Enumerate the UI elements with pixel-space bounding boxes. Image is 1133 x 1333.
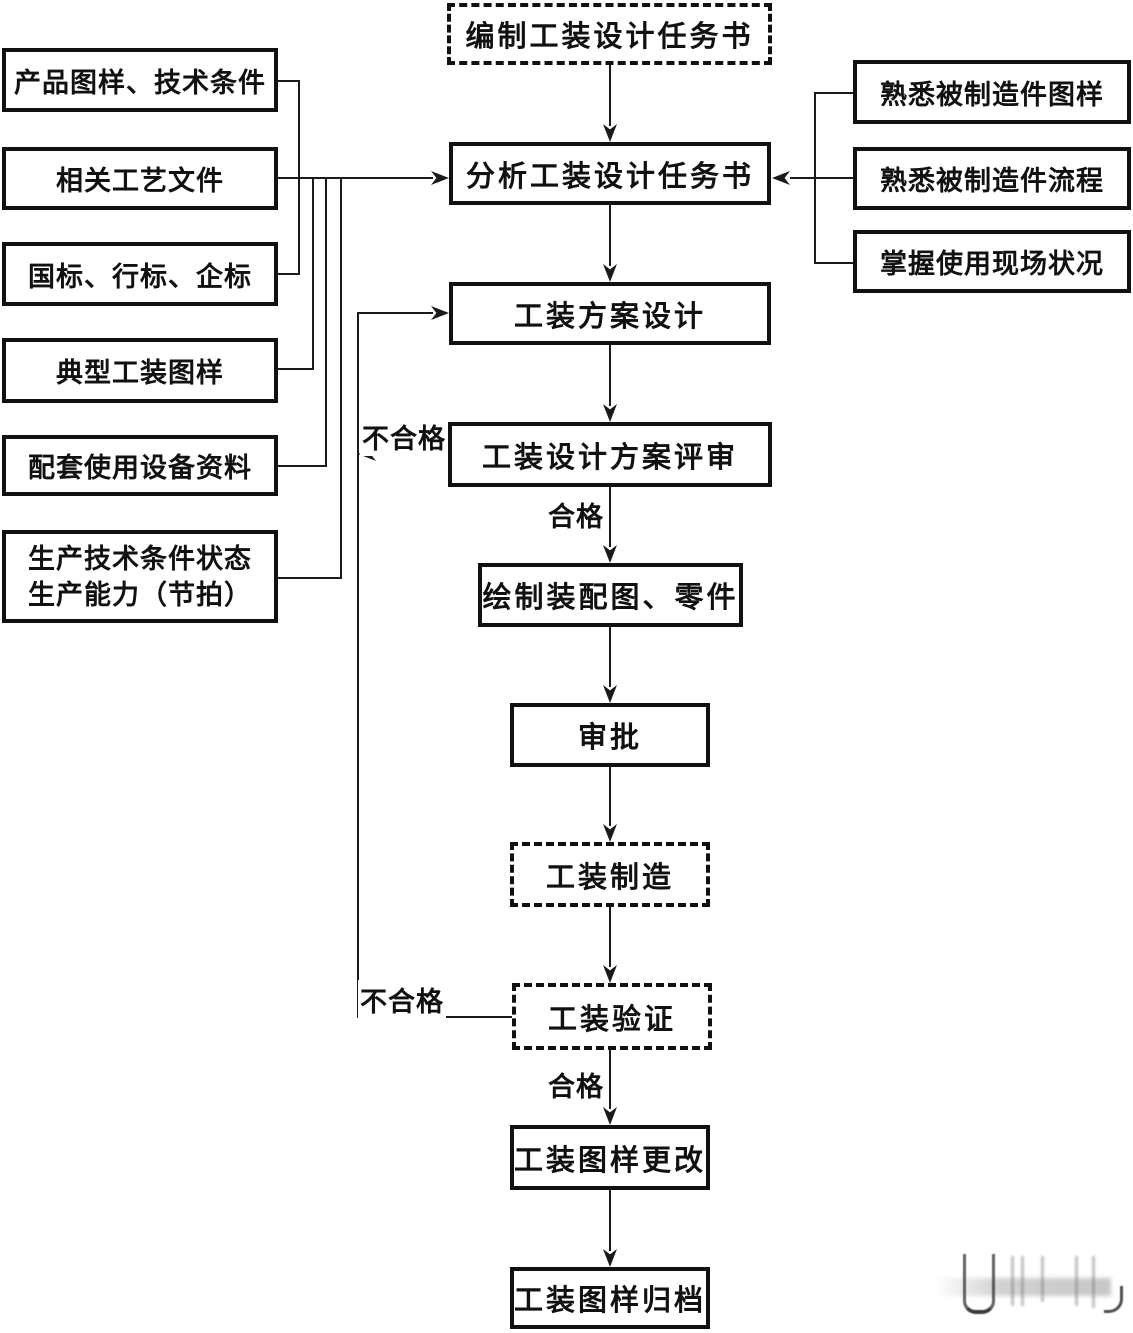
connector-feedback-to-scheme	[357, 312, 433, 314]
edge-label-review-fail: 不合格	[360, 417, 448, 456]
arrowhead-down-icon	[603, 1249, 617, 1267]
arrowhead-down-icon	[603, 685, 617, 703]
connector-analyze-to-scheme	[609, 205, 611, 266]
connector-production-capability-stub	[278, 577, 342, 579]
flow-node-drawing-change: 工装图样更改	[510, 1125, 710, 1190]
connector-left-inputs-to-analyze	[278, 177, 433, 179]
flow-node-label: 绘制装配图、零件	[482, 582, 739, 614]
input-box-label: 熟悉被制造件流程	[880, 166, 1104, 196]
input-box-grasp-site-conditions: 掌握使用现场状况	[853, 230, 1131, 293]
flow-node-label: 编制工装设计任务书	[465, 21, 754, 53]
connector-review-to-draw	[609, 487, 611, 547]
flow-node-analyze-task: 分析工装设计任务书	[449, 142, 771, 205]
arrowhead-left-icon	[772, 171, 790, 185]
watermark-smudge	[935, 1240, 1127, 1322]
arrowhead-right-icon	[431, 306, 449, 320]
watermark-bar	[1011, 1256, 1014, 1306]
input-box-equipment-data: 配套使用设备资料	[2, 435, 278, 496]
flow-node-draw-assembly: 绘制装配图、零件	[478, 563, 743, 627]
edge-label-review-pass: 合格	[546, 495, 606, 534]
watermark-bar	[1075, 1256, 1078, 1306]
arrowhead-down-icon	[603, 545, 617, 563]
input-box-familiarize-part-drawings: 熟悉被制造件图样	[853, 60, 1131, 124]
connector-product-drawings-stub	[278, 80, 300, 82]
input-box-label: 国标、行标、企标	[28, 261, 252, 292]
flow-node-scheme-review: 工装设计方案评审	[448, 422, 772, 487]
input-box-standards: 国标、行标、企标	[2, 242, 278, 306]
connector-feedback-vertical	[357, 312, 359, 1018]
input-box-label: 相关工艺文件	[56, 166, 224, 196]
flow-node-approve: 审批	[510, 703, 710, 767]
flow-node-label: 工装图样归档	[514, 1285, 707, 1317]
flow-node-verify: 工装验证	[512, 983, 712, 1050]
edge-label-verify-fail: 不合格	[358, 980, 446, 1019]
watermark-u-stroke	[963, 1254, 995, 1314]
flow-node-label: 工装验证	[547, 1003, 676, 1036]
connector-scheme-to-review	[609, 345, 611, 406]
input-box-label: 配套使用设备资料	[28, 453, 252, 483]
input-box-label: 生产技术条件状态 生产能力（节拍）	[28, 541, 252, 613]
input-box-product-drawings: 产品图样、技术条件	[2, 48, 278, 112]
arrowhead-down-icon	[603, 824, 617, 842]
input-box-label: 产品图样、技术条件	[14, 67, 266, 98]
connector-familiarize-drawings-stub	[814, 92, 854, 94]
input-box-typical-tooling-drawings: 典型工装图样	[2, 338, 278, 403]
connector-draw-to-approve	[609, 627, 611, 687]
connector-compile-to-analyze	[609, 65, 611, 126]
input-box-label: 熟悉被制造件图样	[880, 79, 1104, 110]
input-box-familiarize-part-process: 熟悉被制造件流程	[853, 147, 1131, 210]
connector-site-conditions-stub	[814, 262, 854, 264]
watermark-band	[935, 1278, 1111, 1296]
flow-node-manufacture: 工装制造	[510, 842, 710, 907]
flow-node-label: 审批	[577, 722, 642, 754]
input-box-label: 典型工装图样	[56, 358, 224, 388]
flow-node-scheme-design: 工装方案设计	[449, 282, 771, 345]
connector-left-bus-vertical-3	[325, 177, 327, 466]
connector-standards-stub	[278, 273, 300, 275]
connector-change-to-archive	[609, 1190, 611, 1251]
arrowhead-down-icon	[603, 264, 617, 282]
connector-left-bus-vertical-4	[340, 177, 342, 578]
connector-equipment-data-stub	[278, 465, 327, 467]
input-box-label-line1: 生产技术条件状态	[28, 543, 252, 574]
flow-node-label: 分析工装设计任务书	[465, 160, 754, 193]
input-box-process-files: 相关工艺文件	[2, 147, 278, 210]
arrowhead-down-icon	[603, 965, 617, 983]
flow-node-label: 工装设计方案评审	[481, 441, 738, 474]
arrowhead-down-icon	[603, 124, 617, 142]
input-box-label-line2: 生产能力（节拍）	[28, 579, 252, 610]
connector-right-inputs-to-analyze	[790, 177, 854, 179]
watermark-bar	[1041, 1256, 1044, 1302]
connector-manufacture-to-verify	[609, 907, 611, 967]
connector-approve-to-manufacture	[609, 767, 611, 826]
flow-node-label: 工装方案设计	[513, 300, 706, 333]
flow-node-drawing-archive: 工装图样归档	[510, 1267, 710, 1329]
input-box-label: 掌握使用现场状况	[880, 249, 1104, 279]
flow-node-compile-task: 编制工装设计任务书	[447, 3, 772, 65]
flow-node-label: 工装制造	[545, 861, 674, 894]
watermark-bar	[1021, 1256, 1024, 1306]
watermark-bar	[1092, 1256, 1095, 1308]
arrowhead-right-icon	[431, 171, 449, 185]
connector-verify-to-change	[609, 1050, 611, 1109]
watermark-hook-stroke	[1104, 1286, 1123, 1313]
connector-left-bus-vertical-2	[312, 177, 314, 369]
arrowhead-down-icon	[603, 1107, 617, 1125]
arrowhead-down-icon	[603, 404, 617, 422]
input-box-production-capability: 生产技术条件状态 生产能力（节拍）	[2, 530, 278, 623]
edge-label-verify-pass: 合格	[546, 1065, 606, 1104]
connector-typical-tooling-stub	[278, 368, 314, 370]
flow-node-label: 工装图样更改	[514, 1144, 707, 1177]
